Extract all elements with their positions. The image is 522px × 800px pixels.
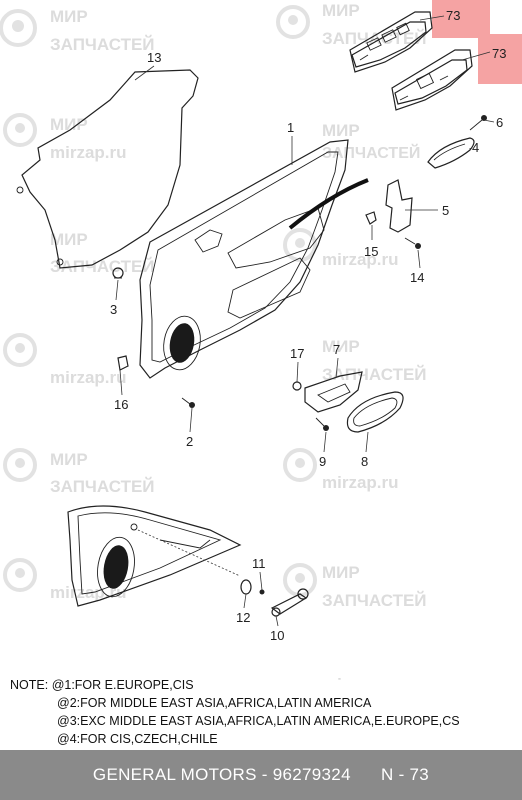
callout-7: 7 — [333, 342, 340, 357]
watermark-text: МИР — [322, 1, 360, 20]
part-73-window-switch-upper — [349, 11, 433, 73]
note-line: NOTE: @1:FOR E.EUROPE,CIS — [10, 676, 520, 694]
part-73-window-switch-lower — [391, 49, 473, 111]
callout-labels: 13 73 73 6 1 4 5 15 14 3 17 7 16 2 9 8 1… — [110, 8, 506, 643]
parts-diagram: МИР ЗАПЧАСТЕЙ МИР ЗАПЧАСТЕЙ МИР ЗАПЧАСТЕ… — [0, 1, 506, 680]
watermark-text: МИР — [50, 230, 88, 249]
callout-1: 1 — [287, 120, 294, 135]
part-5-bracket — [385, 179, 413, 233]
part-12-clip — [240, 579, 252, 595]
note-prefix: NOTE: — [10, 678, 49, 692]
part-16-clip — [117, 355, 129, 371]
part-9-screw — [315, 417, 329, 431]
part-14-screw — [404, 237, 421, 249]
part-6-screw — [469, 115, 487, 131]
watermark-text: ЗАПЧАСТЕЙ — [50, 257, 155, 276]
highlight-box-73-lower — [478, 34, 522, 84]
watermark-logo-icon — [0, 5, 317, 597]
footer-brand: GENERAL MOTORS — [92, 765, 257, 784]
callout-15: 15 — [364, 244, 378, 259]
footer-part-number: 96279324 — [272, 765, 351, 784]
watermark-text: ЗАПЧАСТЕЙ — [50, 35, 155, 54]
callout-12: 12 — [236, 610, 250, 625]
watermark-text: mirzap.ru — [50, 143, 127, 162]
watermark-text: МИР — [322, 337, 360, 356]
watermark-text: mirzap.ru — [50, 368, 127, 387]
callout-3: 3 — [110, 302, 117, 317]
notes-block: NOTE: @1:FOR E.EUROPE,CIS @2:FOR MIDDLE … — [10, 676, 520, 748]
watermark-text: МИР — [322, 121, 360, 140]
callout-17: 17 — [290, 346, 304, 361]
watermark-text: МИР — [322, 563, 360, 582]
part-11-handle-screw — [259, 589, 265, 595]
part-4-handle-bezel — [427, 137, 475, 169]
part-17-clip — [292, 381, 302, 391]
part-13-door-film — [16, 69, 199, 269]
callout-2: 2 — [186, 434, 193, 449]
part-lower-door-detail — [67, 505, 242, 607]
leader-lines — [115, 15, 495, 627]
callout-5: 5 — [442, 203, 449, 218]
footer-section: N - 73 — [380, 765, 430, 784]
callout-13: 13 — [147, 50, 161, 65]
watermark-text: МИР — [50, 450, 88, 469]
part-10-window-crank — [270, 588, 309, 617]
footer-gap — [351, 765, 381, 785]
callout-16: 16 — [114, 397, 128, 412]
callout-11: 11 — [252, 556, 266, 571]
watermark-text: ЗАПЧАСТЕЙ — [322, 591, 427, 610]
callout-10: 10 — [270, 628, 284, 643]
watermark-text: ЗАПЧАСТЕЙ — [322, 365, 427, 384]
watermark-text: ЗАПЧАСТЕЙ — [322, 29, 427, 48]
part-3-clip — [112, 267, 124, 279]
callout-6: 6 — [496, 115, 503, 130]
highlight-box-73-upper — [432, 0, 490, 38]
note-line: @4:FOR CIS,CZECH,CHILE — [57, 732, 218, 746]
watermark-text: МИР — [50, 115, 88, 134]
footer-separator: - — [256, 765, 273, 784]
watermark-text: МИР — [50, 7, 88, 26]
part-7-inner-handle — [304, 371, 363, 413]
part-8-handle-bezel-ring — [346, 391, 404, 433]
footer-bar: GENERAL MOTORS - 96279324 N - 73 — [0, 750, 522, 800]
watermark-text: ЗАПЧАСТЕЙ — [50, 477, 155, 496]
part-2-screw — [181, 397, 195, 408]
watermark-text: mirzap.ru — [322, 675, 399, 680]
watermark-text: mirzap.ru — [322, 250, 399, 269]
callout-9: 9 — [319, 454, 326, 469]
part-1-door-trim-panel — [139, 139, 369, 379]
callout-8: 8 — [361, 454, 368, 469]
watermark-layer: МИР ЗАПЧАСТЕЙ МИР ЗАПЧАСТЕЙ МИР ЗАПЧАСТЕ… — [0, 1, 427, 680]
note-line: @2:FOR MIDDLE EAST ASIA,AFRICA,LATIN AME… — [57, 696, 372, 710]
callout-4: 4 — [472, 140, 479, 155]
part-15-clip — [365, 211, 377, 225]
watermark-text: mirzap.ru — [322, 473, 399, 492]
note-line: @3:EXC MIDDLE EAST ASIA,AFRICA,LATIN AME… — [57, 714, 460, 728]
callout-73-upper: 73 — [446, 8, 460, 23]
callout-73-lower: 73 — [492, 46, 506, 61]
callout-14: 14 — [410, 270, 424, 285]
note-text: @1:FOR E.EUROPE,CIS — [51, 678, 194, 692]
